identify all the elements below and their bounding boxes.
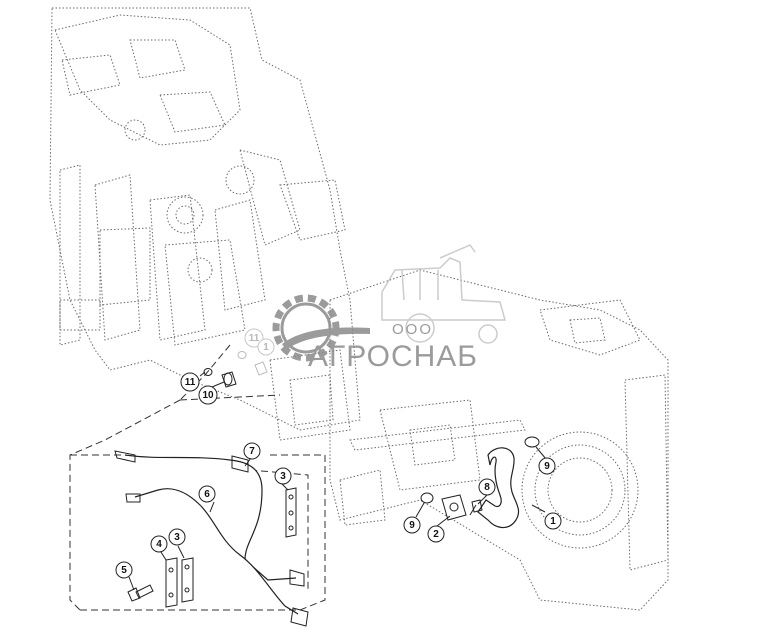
callout-circle bbox=[274, 467, 292, 485]
callout-label: 4 bbox=[156, 539, 162, 550]
clamp-plate-3-upper bbox=[285, 487, 297, 538]
watermark-prefix: ООО bbox=[392, 321, 433, 338]
bolt-5 bbox=[127, 584, 154, 602]
callout-circle bbox=[115, 561, 133, 579]
leader-lines bbox=[128, 371, 547, 591]
transmission-housing bbox=[49, 7, 361, 441]
callout-circle bbox=[257, 338, 275, 356]
callout-label: 11 bbox=[249, 333, 260, 344]
callout-circle bbox=[538, 457, 556, 475]
fitting-10 bbox=[221, 371, 237, 388]
rear-axle-housing bbox=[329, 269, 669, 611]
callout-label: 9 bbox=[544, 461, 550, 472]
callout-circle bbox=[180, 372, 200, 392]
callout-c5: 5 bbox=[115, 561, 133, 579]
callout-label: 10 bbox=[202, 390, 214, 401]
callout-label: 11 bbox=[185, 377, 196, 388]
callout-label: 6 bbox=[204, 489, 210, 500]
combine-harvester-icon bbox=[381, 244, 506, 344]
oil-line-6 bbox=[125, 488, 309, 627]
clamp-plate-4 bbox=[165, 557, 178, 608]
callout-circle bbox=[243, 442, 261, 460]
bolt-8 bbox=[469, 499, 483, 516]
callout-label: 8 bbox=[484, 482, 490, 493]
callout-c4: 4 bbox=[150, 535, 168, 553]
callout-c6: 6 bbox=[198, 485, 216, 503]
fitting-11-faded bbox=[237, 351, 268, 376]
callout-label: 3 bbox=[280, 471, 286, 482]
callout-circle bbox=[168, 528, 186, 546]
callout-c1: 1 bbox=[544, 512, 562, 530]
o-ring-11 bbox=[203, 368, 213, 376]
callout-label: 9 bbox=[409, 520, 415, 531]
callout-c10: 10 bbox=[198, 385, 218, 405]
assembly-guide-lines bbox=[69, 344, 326, 611]
watermark-company-name: АГРОСНАБ bbox=[308, 340, 478, 373]
agrosnab-watermark: ООО АГРОСНАБ bbox=[272, 244, 506, 373]
callout-c7: 7 bbox=[243, 442, 261, 460]
callout-circle bbox=[150, 535, 168, 553]
callout-label: 1 bbox=[263, 342, 269, 353]
oil-line-7 bbox=[114, 450, 305, 587]
callout-label: 1 bbox=[550, 516, 556, 527]
callout-c3b: 3 bbox=[168, 528, 186, 546]
flange-2 bbox=[441, 494, 467, 521]
callout-circle bbox=[478, 478, 496, 496]
callout-circle bbox=[198, 485, 216, 503]
callout-circle bbox=[403, 516, 421, 534]
callout-circle bbox=[427, 525, 445, 543]
o-ring-9-left bbox=[420, 492, 434, 504]
callout-label: 2 bbox=[433, 529, 439, 540]
callout-c11b: 11 bbox=[244, 328, 264, 348]
callout-c9b: 9 bbox=[538, 457, 556, 475]
callout-c3a: 3 bbox=[274, 467, 292, 485]
callout-circle bbox=[198, 385, 218, 405]
gear-logo-icon bbox=[272, 294, 370, 362]
callout-c8: 8 bbox=[478, 478, 496, 496]
callout-c9a: 9 bbox=[403, 516, 421, 534]
elbow-pipe-1 bbox=[477, 447, 520, 529]
callout-label: 3 bbox=[174, 532, 180, 543]
callout-c11a: 11 bbox=[180, 372, 200, 392]
clamp-plate-3-lower bbox=[181, 557, 194, 603]
callout-label: 7 bbox=[249, 446, 255, 457]
o-ring-9-right bbox=[524, 436, 540, 448]
callout-c2: 2 bbox=[427, 525, 445, 543]
callout-circle bbox=[544, 512, 562, 530]
callout-label: 5 bbox=[121, 565, 127, 576]
callout-c1b: 1 bbox=[257, 338, 275, 356]
callout-circle bbox=[244, 328, 264, 348]
